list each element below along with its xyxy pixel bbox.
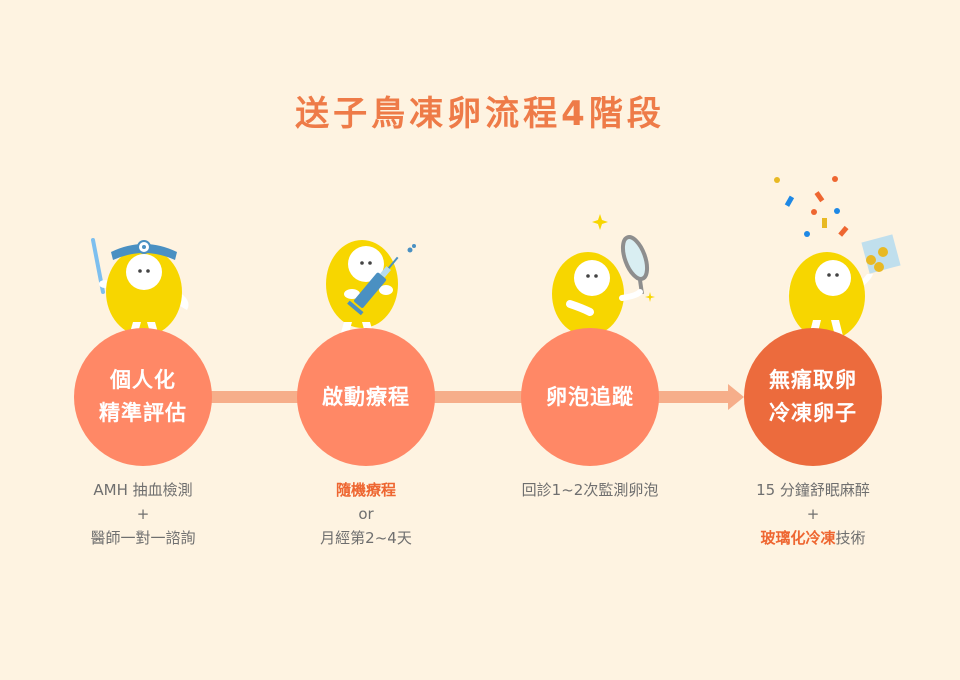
arrow-head-icon bbox=[728, 384, 744, 410]
step-3-description: 回診1~2次監測卵泡 bbox=[521, 481, 659, 499]
step-3-circle: 卵泡追蹤 bbox=[521, 328, 659, 466]
step-4-description: 15 分鐘舒眠麻醉 + 玻璃化冷凍技術 bbox=[756, 481, 870, 547]
doctor-egg-mascot-icon bbox=[91, 238, 189, 336]
step-4-circle: 無痛取卵 冷凍卵子 bbox=[744, 328, 882, 466]
connector-3-4 bbox=[656, 391, 730, 403]
step-1: 個人化 精準評估 AMH 抽血檢測 + 醫師一對一諮詢 bbox=[31, 0, 255, 680]
step-2-description: 隨機療程 or 月經第2~4天 bbox=[320, 481, 412, 547]
step-2: 啟動療程 隨機療程 or 月經第2~4天 bbox=[254, 0, 478, 680]
connector-1-2 bbox=[210, 391, 300, 403]
egg-with-syringe-icon bbox=[326, 240, 416, 336]
step-4: 無痛取卵 冷凍卵子 15 分鐘舒眠麻醉 + 玻璃化冷凍技術 bbox=[701, 0, 925, 680]
connector-2-3 bbox=[433, 391, 523, 403]
step-1-description: AMH 抽血檢測 + 醫師一對一諮詢 bbox=[90, 481, 196, 547]
step-3: 卵泡追蹤 回診1~2次監測卵泡 bbox=[478, 0, 702, 680]
step-2-circle: 啟動療程 bbox=[297, 328, 435, 466]
page-title: 送子鳥凍卵流程4階段 bbox=[295, 94, 665, 134]
celebrating-egg-with-frozen-eggs-icon bbox=[774, 176, 901, 340]
egg-with-magnifier-icon bbox=[552, 214, 655, 336]
step-1-circle: 個人化 精準評估 bbox=[74, 328, 212, 466]
